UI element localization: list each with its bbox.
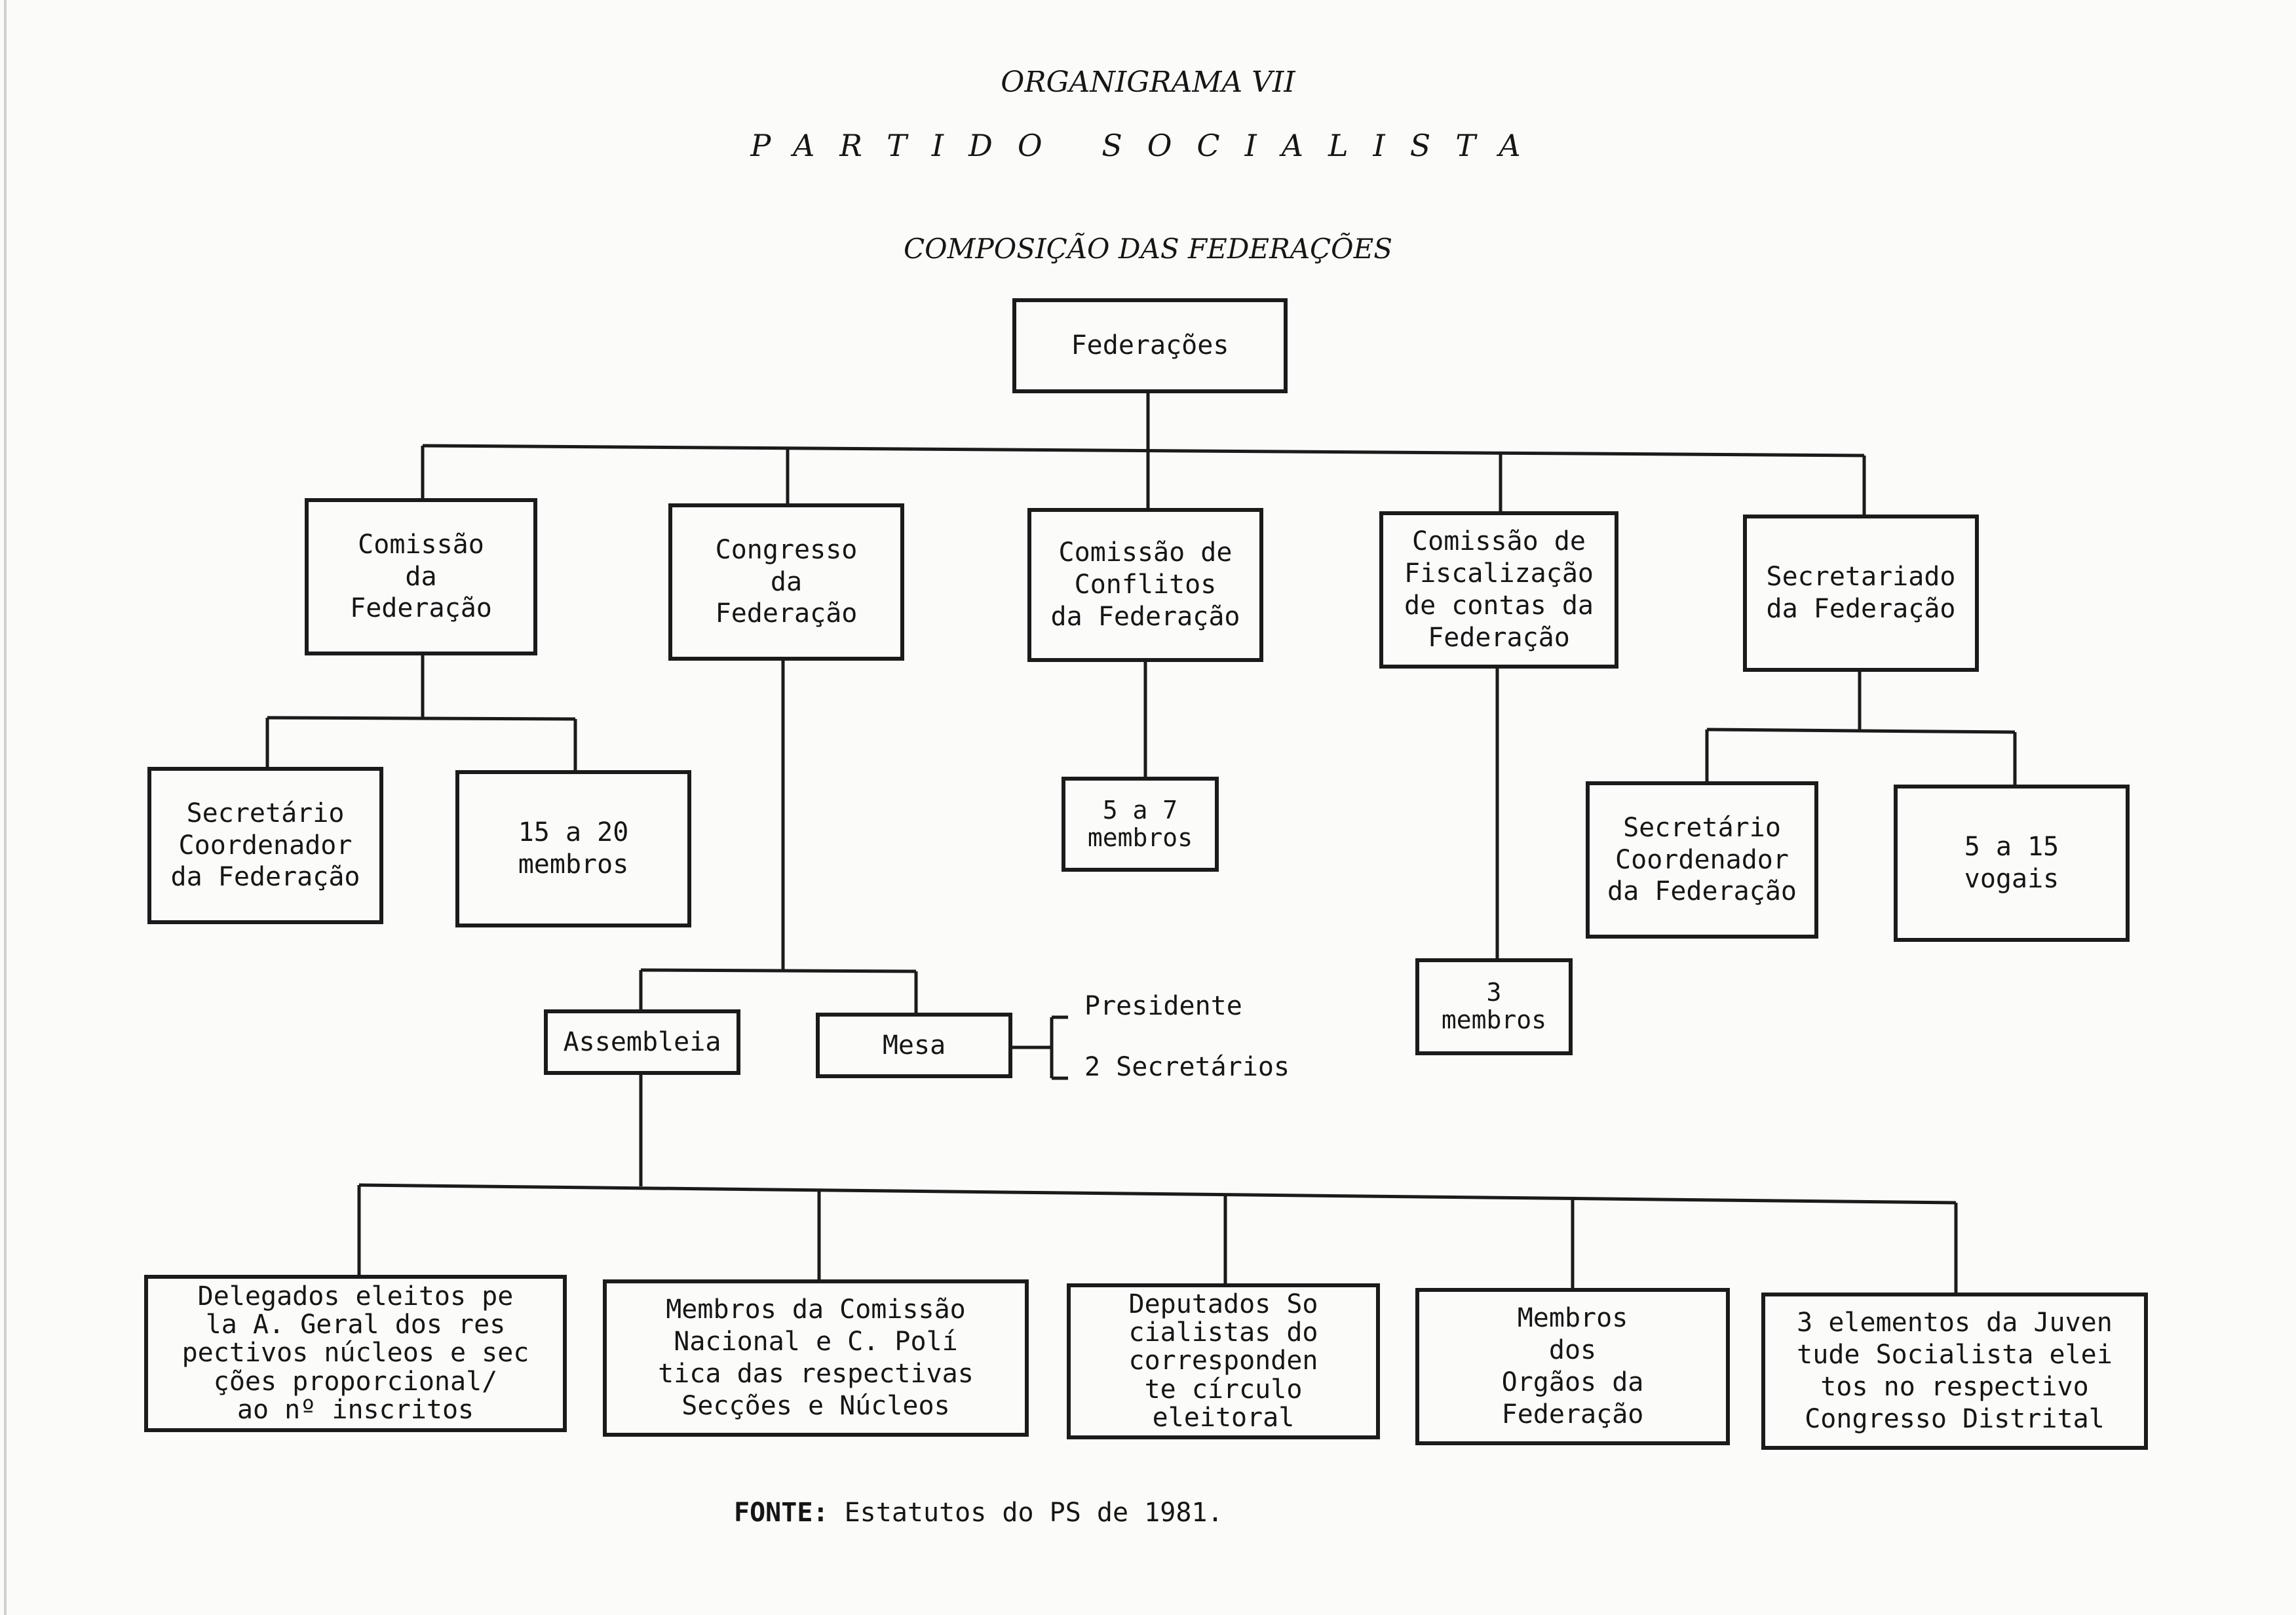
node-label: Comissão de Fiscalização de contas da Fe… [1404, 526, 1594, 653]
node-comissao-federacao: Comissão da Federação [305, 498, 537, 655]
node-label: Membros da Comissão Nacional e C. Polí t… [658, 1294, 974, 1421]
node-membros-15-20: 15 a 20 membros [455, 770, 691, 927]
scan-edge [4, 0, 7, 1615]
node-vogais-5-15: 5 a 15 vogais [1894, 785, 2130, 942]
node-membros-3: 3 membros [1415, 958, 1573, 1055]
node-federacoes: Federações [1012, 298, 1288, 393]
node-comissao-fiscalizacao: Comissão de Fiscalização de contas da Fe… [1379, 511, 1618, 669]
source-label: FONTE: [734, 1498, 829, 1528]
node-label: 5 a 15 vogais [1964, 832, 2059, 894]
node-congresso-federacao: Congresso da Federação [668, 503, 904, 661]
node-secretario-coordenador-1: Secretário Coordenador da Federação [147, 767, 383, 924]
chart-subtitle: COMPOSIÇÃO DAS FEDERAÇÕES [903, 233, 1393, 265]
node-comissao-conflitos: Comissão de Conflitos da Federação [1027, 508, 1263, 662]
node-deputados: Deputados So cialistas do corresponden t… [1067, 1283, 1380, 1439]
node-label: Federações [1071, 330, 1229, 361]
source-text: Estatutos do PS de 1981. [844, 1498, 1223, 1528]
node-secretario-coordenador-2: Secretário Coordenador da Federação [1586, 781, 1818, 939]
node-label: Comissão de Conflitos da Federação [1050, 537, 1240, 632]
node-secretariado-federacao: Secretariado da Federação [1743, 515, 1979, 672]
node-label: Mesa [882, 1030, 946, 1060]
mesa-presidente: Presidente [1084, 991, 1242, 1021]
node-label: Delegados eleitos pe la A. Geral dos res… [182, 1281, 529, 1425]
node-assembleia: Assembleia [544, 1009, 740, 1075]
source-note: FONTE: Estatutos do PS de 1981. [734, 1498, 1223, 1528]
node-membros-5-7: 5 a 7 membros [1062, 777, 1219, 872]
node-label: Secretariado da Federação [1766, 562, 1956, 624]
node-juventude-socialista: 3 elementos da Juven tude Socialista ele… [1761, 1293, 2148, 1450]
node-mesa: Mesa [816, 1013, 1012, 1078]
node-delegados: Delegados eleitos pe la A. Geral dos res… [144, 1275, 567, 1432]
mesa-secretarios: 2 Secretários [1084, 1052, 1290, 1082]
node-label: 3 membros [1441, 978, 1547, 1034]
node-label: Congresso da Federação [715, 534, 858, 629]
node-label: Assembleia [563, 1026, 721, 1057]
node-label: Membros dos Orgãos da Federação [1501, 1303, 1644, 1430]
node-label: Deputados So cialistas do corresponden t… [1128, 1289, 1318, 1433]
node-label: 3 elementos da Juven tude Socialista ele… [1797, 1308, 2113, 1434]
node-label: Secretário Coordenador da Federação [170, 798, 360, 893]
party-name: PARTIDO SOCIALISTA [750, 128, 1546, 163]
node-membros-comissao-nacional: Membros da Comissão Nacional e C. Polí t… [603, 1279, 1029, 1437]
chart-title: ORGANIGRAMA VII [1001, 66, 1295, 99]
node-label: 5 a 7 membros [1087, 795, 1193, 852]
node-label: 15 a 20 membros [518, 817, 629, 880]
node-label: Secretário Coordenador da Federação [1607, 812, 1797, 907]
node-label: Comissão da Federação [350, 529, 492, 624]
node-membros-orgaos: Membros dos Orgãos da Federação [1415, 1288, 1730, 1445]
